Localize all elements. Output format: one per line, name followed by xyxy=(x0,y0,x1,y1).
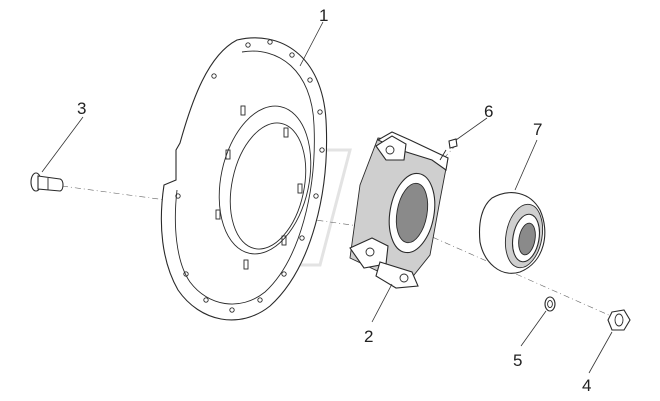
grease-nipple xyxy=(439,138,458,161)
bolt xyxy=(30,172,64,192)
callout-7: 7 xyxy=(533,120,542,139)
callout-2: 2 xyxy=(364,327,373,346)
callout-6: 6 xyxy=(484,102,493,121)
callout-1: 1 xyxy=(319,6,328,25)
nut xyxy=(607,309,631,331)
callout-4: 4 xyxy=(582,376,591,395)
callout-3: 3 xyxy=(77,99,86,118)
bearing-housing xyxy=(349,131,449,289)
backing-plate xyxy=(160,37,328,321)
callout-5: 5 xyxy=(513,351,522,370)
leader-lines xyxy=(41,21,613,374)
bearing-insert xyxy=(478,192,546,274)
lock-washer xyxy=(544,296,556,312)
